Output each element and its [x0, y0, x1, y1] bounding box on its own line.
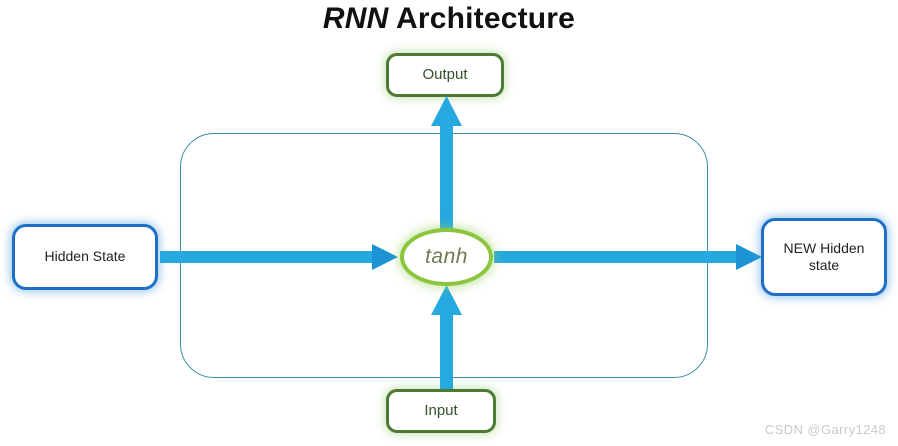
- watermark: CSDN @Garry1248: [764, 422, 886, 437]
- node-output-label: Output: [422, 65, 468, 83]
- arrow-tanh-to-output: [431, 96, 463, 232]
- node-new-hidden-state-label: NEW Hidden state: [783, 239, 865, 274]
- node-input-label: Input: [424, 401, 458, 419]
- node-hidden-state-label: Hidden State: [44, 248, 126, 265]
- node-output[interactable]: Output: [386, 53, 504, 97]
- title-rest: Architecture: [388, 2, 576, 35]
- arrow-tanh-to-new-hidden-state: [494, 243, 762, 271]
- arrow-hidden-state-to-tanh: [160, 243, 398, 271]
- node-input[interactable]: Input: [386, 389, 496, 433]
- node-hidden-state[interactable]: Hidden State: [12, 224, 158, 290]
- node-tanh-activation[interactable]: tanh: [400, 228, 493, 286]
- page-title: RNN Architecture: [0, 2, 898, 36]
- node-tanh-label: tanh: [425, 245, 468, 268]
- title-emphasis: RNN: [322, 2, 389, 35]
- node-new-hidden-state[interactable]: NEW Hidden state: [761, 218, 887, 296]
- arrow-input-to-tanh: [431, 285, 463, 389]
